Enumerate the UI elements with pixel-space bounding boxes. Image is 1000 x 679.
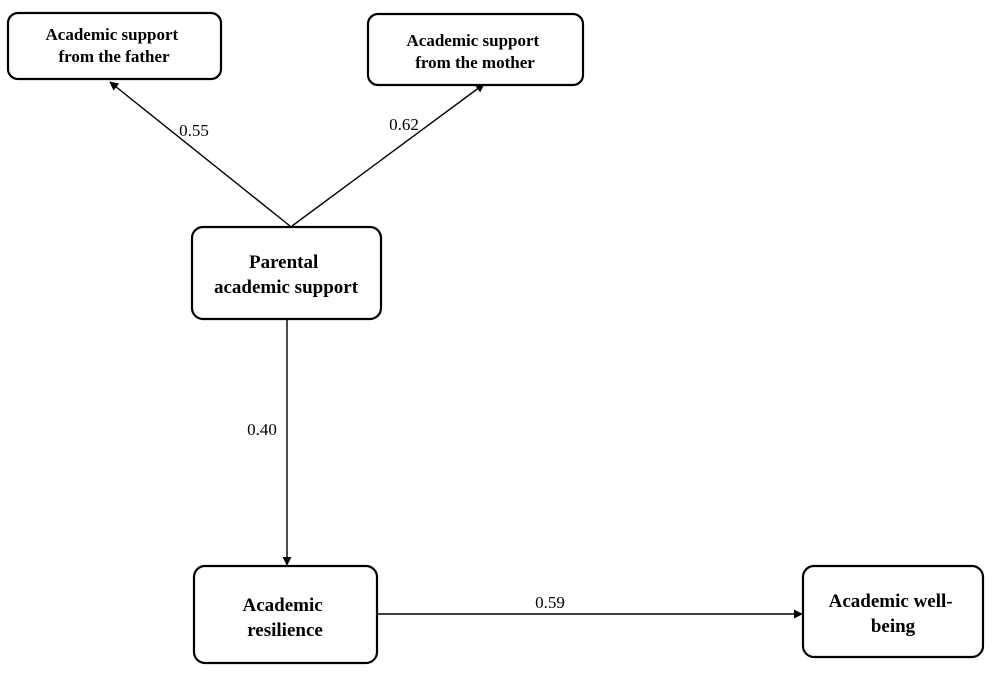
- edge-label-parental-resilience: 0.40: [247, 420, 277, 439]
- node-box-wellbeing: [801, 564, 985, 659]
- node-wellbeing: Academic well- being: [801, 564, 985, 659]
- node-father: Academic support from the father: [6, 11, 223, 81]
- node-label-parental: Parental academic support: [214, 252, 359, 298]
- node-label-father-line1: Academic support: [46, 25, 179, 44]
- node-box-parental: [190, 225, 383, 321]
- edge-label-resilience-wellbeing: 0.59: [535, 593, 565, 612]
- node-label-father-line2: from the father: [58, 47, 170, 66]
- node-box-resilience: [192, 564, 379, 665]
- node-label-resilience-line2: resilience: [247, 620, 323, 641]
- node-label-resilience-line1: Academic: [243, 595, 323, 616]
- node-label-parental-line1: Parental: [249, 252, 318, 273]
- node-label-wellbeing-line1: Academic well-: [829, 591, 953, 612]
- edge-parental-to-mother: 0.62: [291, 83, 485, 227]
- node-label-mother-line2: from the mother: [415, 53, 535, 72]
- edge-label-parental-father: 0.55: [179, 121, 209, 140]
- node-label-wellbeing-line2: being: [871, 616, 916, 637]
- node-label-father: Academic support from the father: [46, 25, 183, 66]
- node-box-mother: [366, 12, 585, 87]
- edge-parental-to-resilience: 0.40: [247, 320, 292, 566]
- node-mother: Academic support from the mother: [366, 12, 585, 87]
- edge-line-parental-father: [109, 81, 291, 227]
- node-resilience: Academic resilience: [192, 564, 379, 665]
- edge-parental-to-father: 0.55: [109, 81, 291, 227]
- edge-line-parental-mother: [291, 83, 485, 227]
- node-label-parental-line2: academic support: [214, 277, 359, 298]
- node-box-father: [6, 11, 223, 81]
- node-label-mother-line1: Academic support: [407, 31, 540, 50]
- node-label-resilience: Academic resilience: [243, 595, 328, 641]
- node-parental: Parental academic support: [190, 225, 383, 321]
- node-label-wellbeing: Academic well- being: [829, 591, 958, 637]
- edge-label-parental-mother: 0.62: [389, 115, 419, 134]
- edge-resilience-to-wellbeing: 0.59: [377, 593, 803, 619]
- node-label-mother: Academic support from the mother: [407, 31, 544, 72]
